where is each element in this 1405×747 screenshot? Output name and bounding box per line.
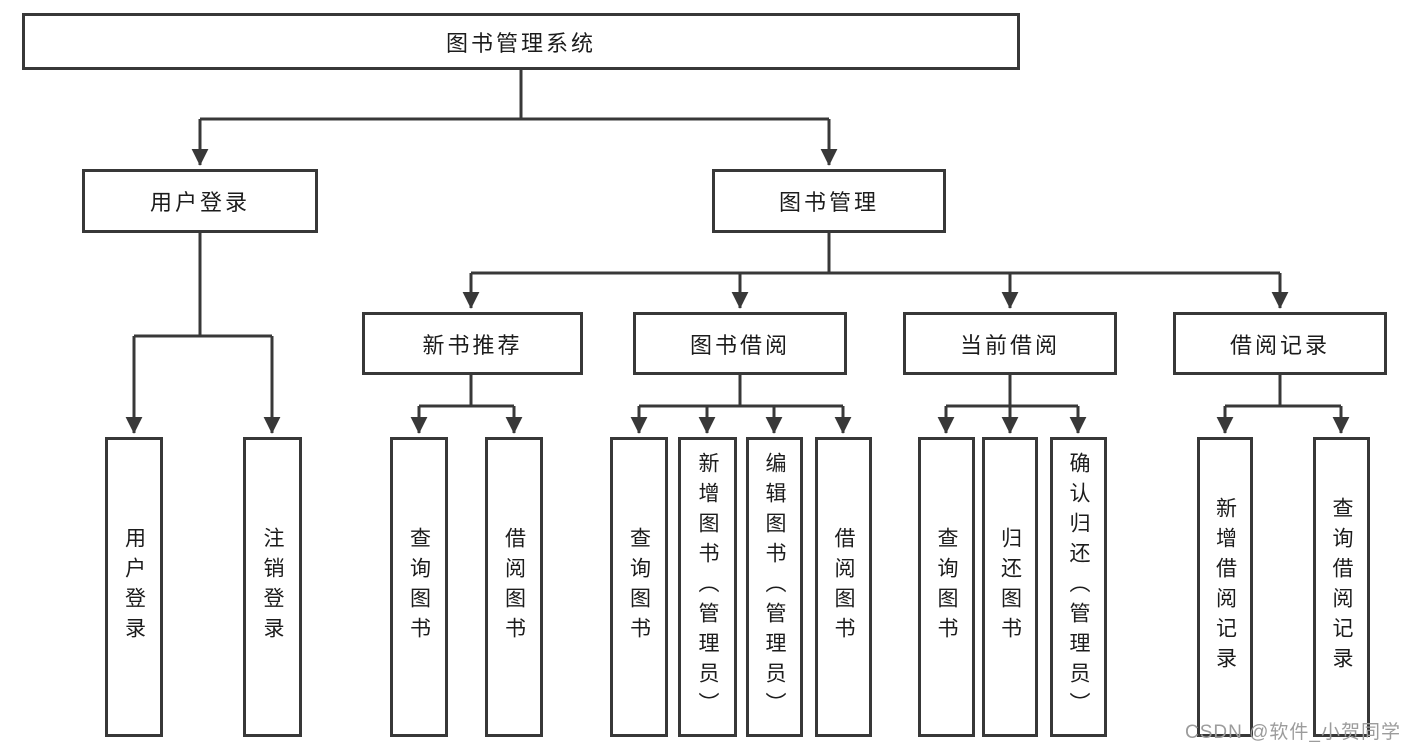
connector-current-borrow-trunk xyxy=(946,373,1078,408)
leaf-add-books-admin: 新增图书（管理员） xyxy=(678,437,737,737)
connector-borrow-records-trunk xyxy=(1225,373,1341,408)
node-borrow-records-label: 借阅记录 xyxy=(1229,332,1330,358)
node-book-management: 图书管理 xyxy=(712,169,946,233)
node-book-borrow-label: 图书借阅 xyxy=(689,332,790,358)
csdn-watermark: CSDN @软件_小贺同学 xyxy=(1185,722,1401,743)
leaf-user-login-label: 用户登录 xyxy=(122,527,146,647)
leaf-edit-books-admin-label: 编辑图书（管理员） xyxy=(763,452,786,722)
connector-new-book-recommend-trunk xyxy=(419,373,514,408)
leaf-query-borrow-record: 查询借阅记录 xyxy=(1313,437,1370,737)
node-new-book-recommend: 新书推荐 xyxy=(362,312,583,375)
leaf-current-query-books-label: 查询图书 xyxy=(935,527,958,647)
leaf-add-borrow-record-label: 新增借阅记录 xyxy=(1213,497,1237,677)
node-user-login-label: 用户登录 xyxy=(149,190,250,215)
node-current-borrow: 当前借阅 xyxy=(903,312,1117,375)
connector-root-trunk xyxy=(200,68,829,121)
leaf-borrow-borrow-books: 借阅图书 xyxy=(815,437,872,737)
leaf-recommend-borrow-books-label: 借阅图书 xyxy=(502,527,526,647)
node-root-system-label: 图书管理系统 xyxy=(445,30,596,56)
leaf-logout-label: 注销登录 xyxy=(261,527,284,647)
leaf-add-borrow-record: 新增借阅记录 xyxy=(1197,437,1253,737)
leaf-logout: 注销登录 xyxy=(243,437,302,737)
leaf-confirm-return-admin: 确认归还（管理员） xyxy=(1050,437,1107,737)
node-book-management-label: 图书管理 xyxy=(778,190,879,215)
connector-book-borrow-trunk xyxy=(639,373,843,408)
connector-book-management-trunk xyxy=(471,231,1280,275)
leaf-query-borrow-record-label: 查询借阅记录 xyxy=(1330,497,1353,677)
leaf-user-login: 用户登录 xyxy=(105,437,163,737)
leaf-confirm-return-admin-label: 确认归还（管理员） xyxy=(1067,452,1090,722)
leaf-borrow-query-books: 查询图书 xyxy=(610,437,668,737)
leaf-add-books-admin-label: 新增图书（管理员） xyxy=(696,452,719,722)
node-root-system: 图书管理系统 xyxy=(22,13,1020,70)
leaf-borrow-borrow-books-label: 借阅图书 xyxy=(832,527,855,647)
node-user-login: 用户登录 xyxy=(82,169,318,233)
node-borrow-records: 借阅记录 xyxy=(1173,312,1387,375)
leaf-edit-books-admin: 编辑图书（管理员） xyxy=(746,437,803,737)
leaf-return-books-label: 归还图书 xyxy=(998,527,1022,647)
leaf-current-query-books: 查询图书 xyxy=(918,437,975,737)
node-new-book-recommend-label: 新书推荐 xyxy=(422,332,523,358)
leaf-recommend-query-books: 查询图书 xyxy=(390,437,448,737)
node-current-borrow-label: 当前借阅 xyxy=(959,332,1060,358)
leaf-recommend-borrow-books: 借阅图书 xyxy=(485,437,543,737)
connector-user-login-trunk xyxy=(134,231,272,338)
leaf-borrow-query-books-label: 查询图书 xyxy=(627,527,651,647)
leaf-recommend-query-books-label: 查询图书 xyxy=(407,527,431,647)
node-book-borrow: 图书借阅 xyxy=(633,312,847,375)
leaf-return-books: 归还图书 xyxy=(982,437,1038,737)
